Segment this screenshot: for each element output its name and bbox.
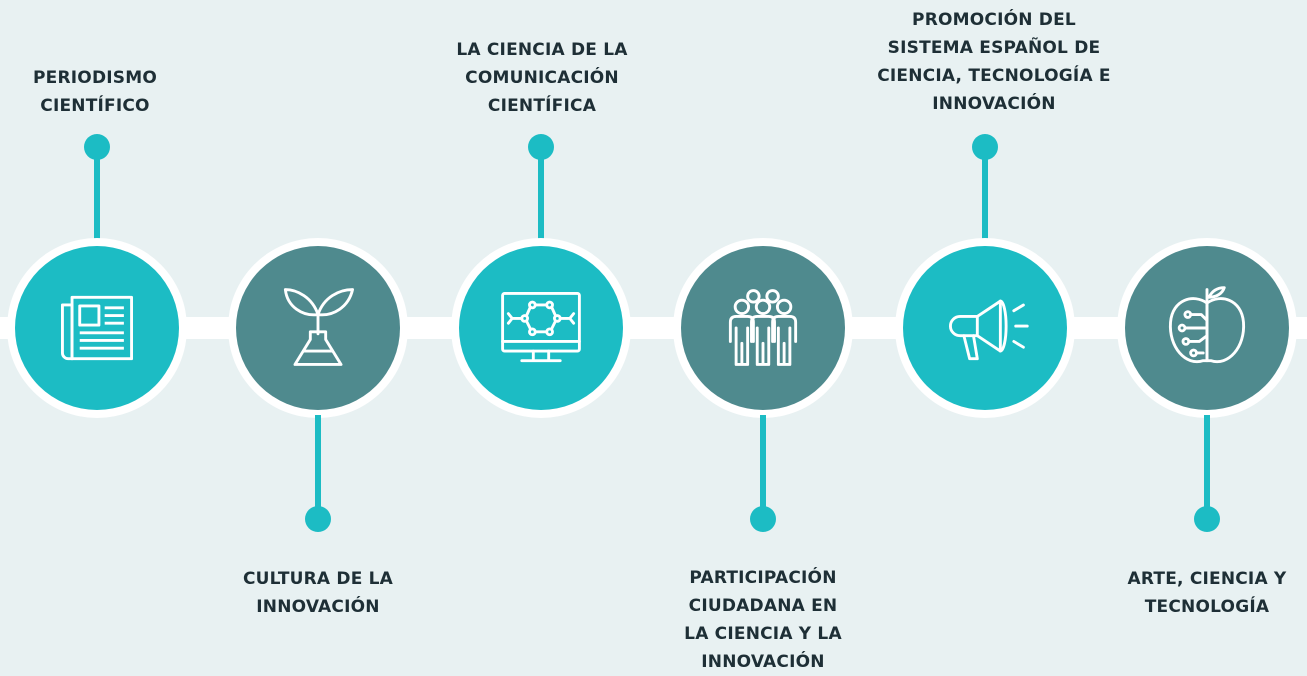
marker-stem-arte <box>1204 415 1210 521</box>
stage-comunicacion[interactable] <box>451 238 631 418</box>
people-group-icon <box>728 289 798 366</box>
marker-stem-comunicacion <box>538 146 544 242</box>
label-cultura: CULTURA DE LA INNOVACIÓN <box>242 569 394 617</box>
label-comunicacion: LA CIENCIA DE LA COMUNICACIÓN CIENTÍFICA <box>456 40 628 116</box>
marker-stem-participacion <box>760 415 766 521</box>
marker-dot-cultura <box>305 506 331 532</box>
monitor-network-icon <box>501 292 581 363</box>
marker-dot-arte <box>1194 506 1220 532</box>
stage-periodismo[interactable] <box>7 238 187 418</box>
stage-arte[interactable] <box>1117 238 1297 418</box>
label-participacion: PARTICIPACIÓN CIUDADANA EN LA CIENCIA Y … <box>684 568 842 672</box>
megaphone-icon <box>949 299 1029 361</box>
stage-promocion[interactable] <box>895 238 1075 418</box>
marker-stem-cultura <box>315 415 321 521</box>
label-arte: ARTE, CIENCIA Y TECNOLOGÍA <box>1127 569 1287 617</box>
brain-apple-icon <box>1169 286 1245 364</box>
stage-participacion[interactable] <box>673 238 853 418</box>
label-promocion: PROMOCIÓN DEL SISTEMA ESPAÑOL DE CIENCIA… <box>877 10 1111 114</box>
marker-dot-participacion <box>750 506 776 532</box>
marker-stem-promocion <box>982 146 988 242</box>
newspaper-icon <box>61 295 133 361</box>
marker-stem-periodismo <box>94 146 100 242</box>
stage-cultura[interactable] <box>228 238 408 418</box>
timeline-connector <box>0 317 1307 339</box>
label-periodismo: PERIODISMO CIENTÍFICO <box>33 68 157 116</box>
plant-flask-icon <box>283 288 354 366</box>
